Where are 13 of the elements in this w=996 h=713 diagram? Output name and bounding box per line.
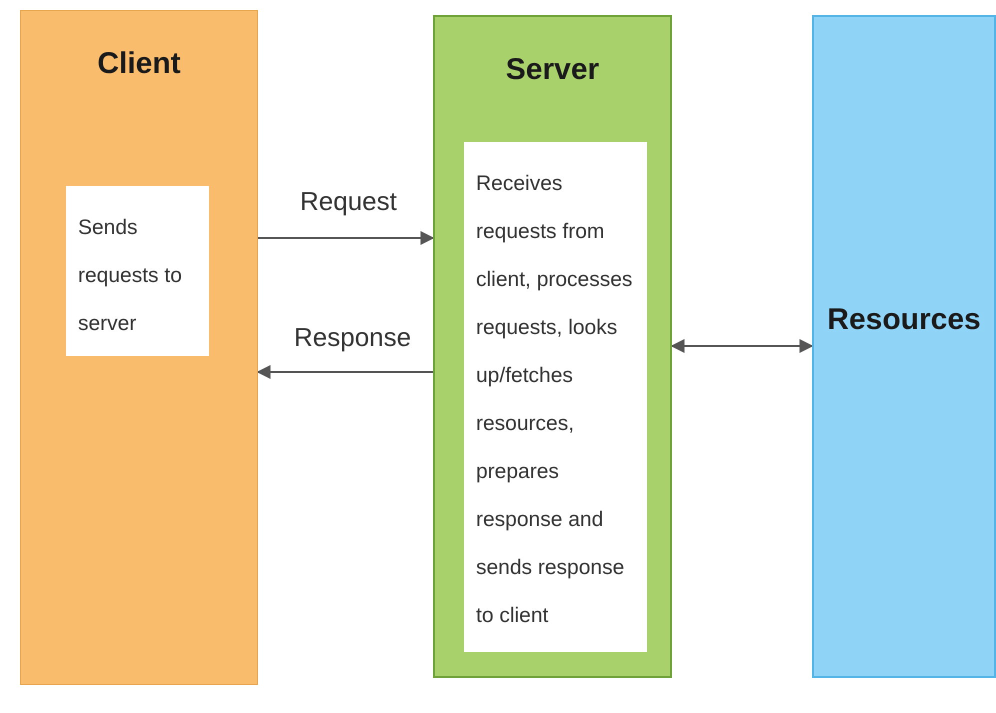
arrow [256, 365, 433, 379]
panel-heading: Client [96, 46, 182, 82]
panel-heading: Resources [826, 302, 982, 338]
description-text: Sends requests to server [78, 215, 183, 337]
server-panel [433, 15, 672, 678]
client-panel [20, 10, 258, 685]
arrow [258, 231, 434, 245]
description-box [464, 142, 647, 652]
description-text: Receives requests from client, processes requests, looks up/fetches resources, prepares response and sends response to client [476, 171, 634, 629]
panel-heading: Server [504, 52, 600, 88]
arrow [670, 339, 814, 353]
resources-panel [812, 15, 996, 678]
description-box [66, 186, 209, 356]
